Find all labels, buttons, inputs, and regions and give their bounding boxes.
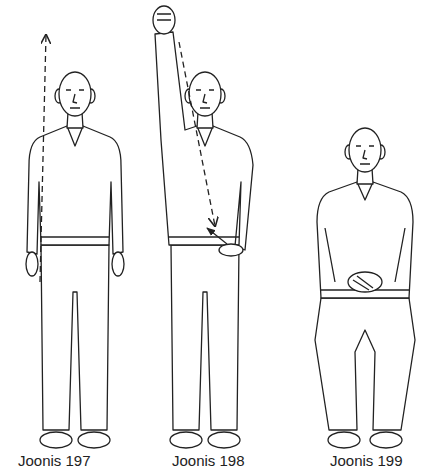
squatting-figure — [315, 128, 415, 448]
standing-figure — [26, 35, 124, 448]
figure-caption: Joonis 197 — [18, 452, 91, 469]
arm-raised-figure — [153, 6, 253, 448]
figure-caption: Joonis 198 — [172, 452, 245, 469]
figure-caption: Joonis 199 — [330, 452, 403, 469]
